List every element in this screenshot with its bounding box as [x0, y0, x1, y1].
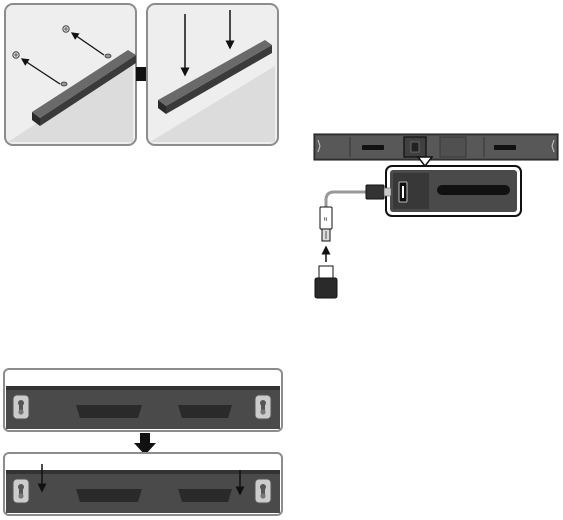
usb-plug: [365, 184, 385, 200]
mount-before-panel: [4, 3, 137, 146]
bracket-cutout: [178, 489, 232, 502]
mount-after-panel: [146, 3, 279, 146]
bracket-keyhole: [12, 394, 30, 420]
soundbar: [158, 40, 272, 114]
usb-flash-drive: [314, 265, 338, 299]
align-arrow: [20, 58, 61, 85]
usb-connection-panel: ⮂: [313, 133, 559, 299]
bracket-keyhole: [254, 394, 272, 420]
rear-slot: [362, 145, 384, 150]
bracket-keyhole: [12, 478, 30, 504]
bracket-cutout: [178, 405, 232, 418]
usb-icon: ⮂: [322, 217, 328, 221]
callout-pointer: [416, 156, 434, 168]
usb-connector: ⮂: [319, 206, 333, 242]
bracket-cutout: [76, 405, 142, 418]
soundbar-rear: [313, 133, 559, 161]
bracket-after-panel: [3, 452, 283, 516]
wall-shadow: [150, 66, 275, 142]
zoom-slot: [437, 185, 510, 195]
bracket-cutout: [76, 489, 142, 502]
mount-hole: [104, 53, 112, 59]
port-zoom-callout: [385, 165, 522, 217]
bracket-before-panel: [3, 368, 283, 432]
bracket-keyhole: [254, 478, 272, 504]
align-arrow: [70, 32, 105, 56]
next-step-arrow: [134, 433, 156, 455]
mount-hole: [60, 81, 68, 87]
wall-screw: [62, 25, 70, 33]
usb-cable: [324, 190, 384, 207]
rear-slot: [494, 145, 516, 150]
soundbar: [32, 50, 136, 126]
wall-screw: [12, 51, 20, 59]
